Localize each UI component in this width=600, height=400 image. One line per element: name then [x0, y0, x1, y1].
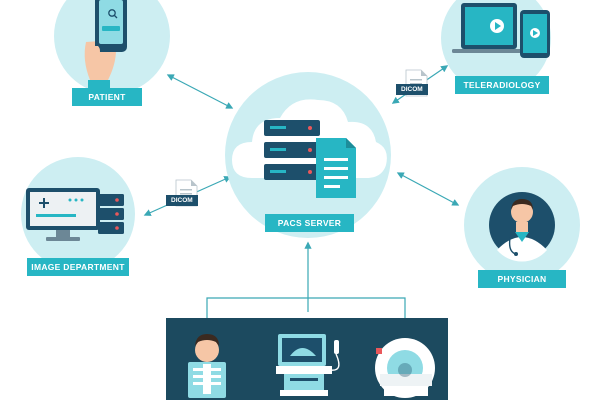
- dicom-tag-left: DICOM: [166, 195, 198, 206]
- doctor-icon: [489, 192, 555, 262]
- teleradiology-label: TELERADIOLOGY: [455, 76, 549, 94]
- laptop-tablet-icon: [452, 3, 550, 58]
- xray-patient-icon: [188, 334, 226, 398]
- teleradiology-node: [441, 0, 551, 93]
- pacs-server-node: [225, 72, 391, 238]
- image-department-label: IMAGE DEPARTMENT: [27, 258, 129, 276]
- physician-node: [464, 167, 580, 283]
- image-department-node: [21, 157, 135, 271]
- pacs-server-label: PACS SERVER: [265, 214, 354, 232]
- physician-label: PHYSICIAN: [478, 270, 566, 288]
- ultrasound-machine-icon: [276, 334, 340, 396]
- server-cloud-icon: [232, 99, 387, 198]
- mri-scanner-icon: [375, 338, 435, 398]
- patient-label: PATIENT: [72, 88, 142, 106]
- dicom-tag-top: DICOM: [396, 84, 428, 95]
- medical-monitor-icon: [26, 188, 124, 241]
- modalities-panel: [166, 318, 448, 400]
- hand-phone-icon: [84, 0, 127, 88]
- patient-node: [54, 0, 170, 94]
